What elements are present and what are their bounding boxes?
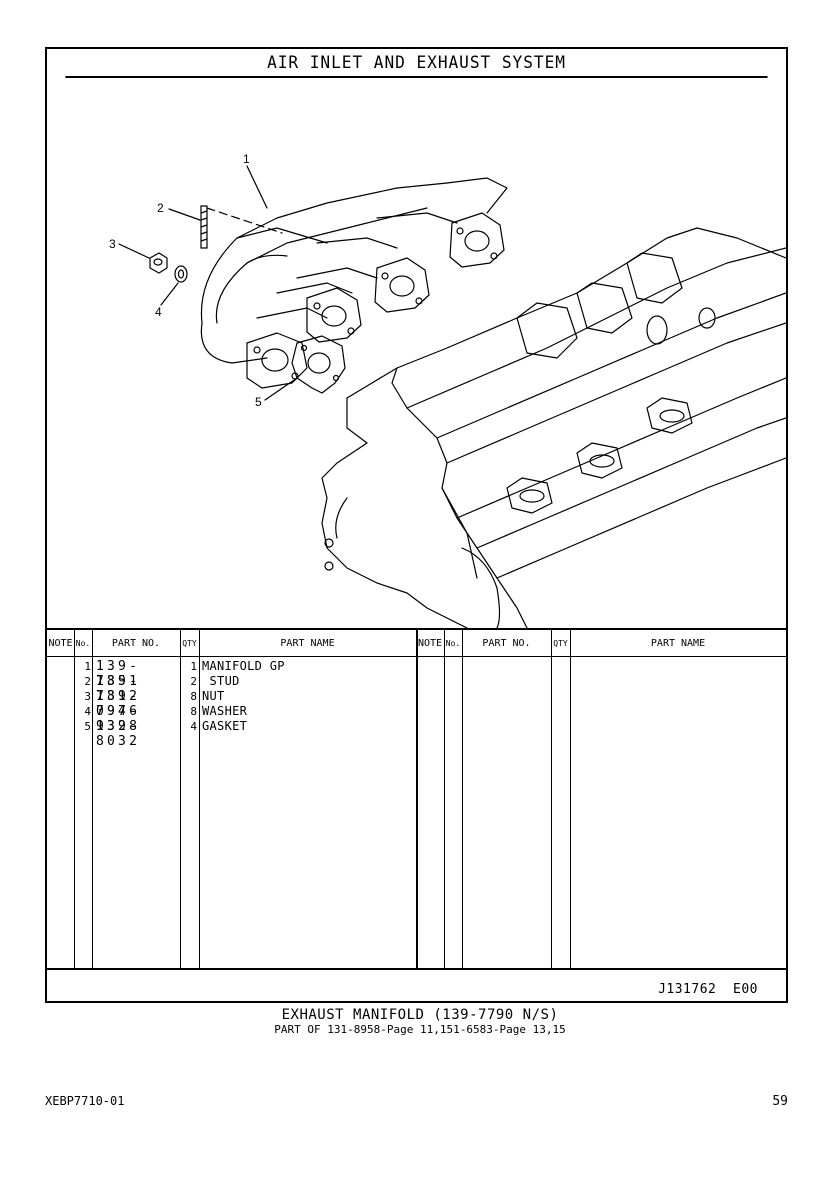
- callout-4: 4: [155, 305, 162, 319]
- parts-page-frame: AIR INLET AND EXHAUST SYSTEM: [45, 47, 788, 1003]
- header-part-name: PART NAME: [280, 638, 335, 649]
- callout-3: 3: [109, 237, 116, 251]
- row-no: 3: [84, 690, 91, 703]
- header-part-name-right: PART NAME: [650, 638, 706, 649]
- stud-drawing: [200, 205, 283, 249]
- parts-table: NOTE No. PART NO. QTY PART NAME NOTE No.…: [47, 628, 786, 968]
- engine-block-drawing: [321, 227, 786, 628]
- row-part-name: WASHER: [202, 704, 248, 718]
- header-no: No.: [75, 639, 91, 648]
- group-caption-subtitle: PART OF 131-8958-Page 11,151-6583-Page 1…: [274, 1023, 566, 1036]
- row-qty: 1: [190, 660, 197, 673]
- group-caption-title: EXHAUST MANIFOLD (139-7790 N/S): [281, 1007, 559, 1023]
- header-no-right: No.: [445, 639, 461, 648]
- row-no: 1: [84, 660, 91, 673]
- header-qty-right: QTY: [553, 639, 568, 648]
- page-number: 59: [772, 1094, 788, 1109]
- drawing-reference: J131762 E00: [658, 982, 758, 997]
- row-part-no: 139-7976: [96, 689, 141, 719]
- row-qty: 8: [190, 690, 197, 703]
- row-part-no: 139-8032: [96, 719, 141, 749]
- row-part-name: NUT: [202, 689, 225, 703]
- row-part-no: 094-9328: [96, 704, 141, 734]
- row-part-name: MANIFOLD GP: [202, 659, 285, 673]
- row-no: 2: [84, 675, 91, 688]
- header-part-no-right: PART NO.: [482, 638, 531, 649]
- exhaust-manifold-drawing: [200, 177, 508, 389]
- page-title: AIR INLET AND EXHAUST SYSTEM: [65, 49, 768, 78]
- row-qty: 4: [190, 720, 197, 733]
- row-part-name: GASKET: [202, 719, 248, 733]
- row-no: 4: [84, 705, 91, 718]
- header-note: NOTE: [48, 638, 73, 649]
- table-row: 3 139-7976 8 NUT: [47, 689, 416, 719]
- exploded-view-illustration: 1 2 3 4 5: [47, 78, 786, 628]
- table-row: 4 094-9328 8 WASHER: [47, 704, 416, 734]
- table-row: 5 139-8032 4 GASKET: [47, 719, 416, 749]
- publication-id: XEBP7710-01: [45, 1094, 125, 1108]
- row-part-name: STUD: [202, 674, 240, 688]
- callout-1: 1: [243, 152, 250, 166]
- row-no: 5: [84, 720, 91, 733]
- callout-5: 5: [255, 395, 262, 409]
- header-note-right: NOTE: [417, 638, 443, 649]
- row-qty: 8: [190, 705, 197, 718]
- header-part-no: PART NO.: [111, 638, 161, 649]
- table-row: 1 139-7851 1 MANIFOLD GP: [47, 659, 416, 689]
- row-qty: 2: [190, 675, 197, 688]
- row-part-no: 139-7812: [96, 674, 141, 704]
- table-row: 2 139-7812 2 STUD: [47, 674, 416, 704]
- header-qty: QTY: [182, 639, 197, 648]
- washer-drawing: [174, 265, 188, 283]
- frame-footer: J131762 E00: [47, 968, 786, 1003]
- nut-drawing: [149, 252, 168, 274]
- callout-2: 2: [157, 201, 164, 215]
- row-part-no: 139-7851: [96, 659, 141, 689]
- gasket-drawing: [291, 335, 346, 394]
